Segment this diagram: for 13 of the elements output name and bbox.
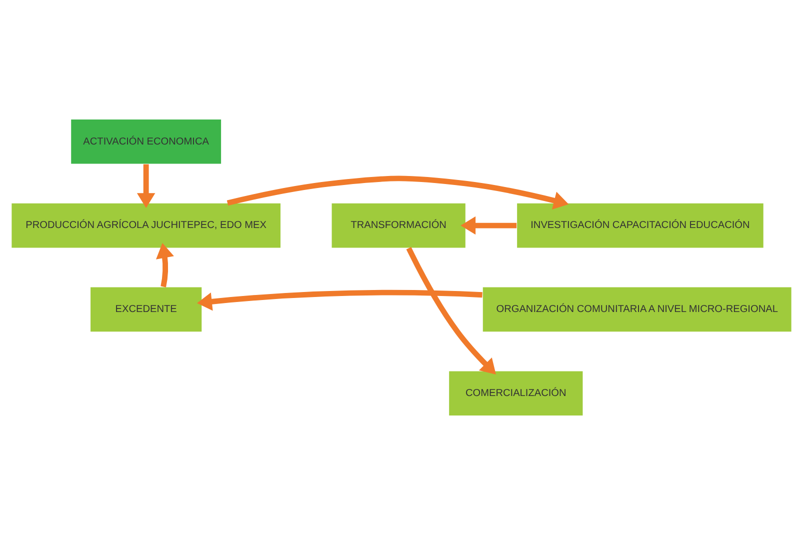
arrow — [406, 246, 496, 374]
arrow — [136, 164, 156, 208]
arrow — [460, 216, 517, 235]
node-box: EXCEDENTE — [90, 286, 202, 332]
node-box: ACTIVACIÓN ECONOMICA — [70, 118, 222, 165]
node-box: PRODUCCIÓN AGRÍCOLA JUCHITEPEC, EDO MEX — [10, 202, 282, 248]
arrow — [156, 243, 174, 288]
arrow — [197, 290, 482, 311]
node-box: TRANSFORMACIÓN — [331, 202, 466, 248]
node-box: COMERCIALIZACIÓN — [448, 370, 584, 416]
node-box: ORGANIZACIÓN COMUNITARIA A NIVEL MICRO-REGIONAL — [482, 286, 792, 332]
arrow — [226, 176, 569, 210]
node-box: INVESTIGACIÓN CAPACITACIÓN EDUCACIÓN — [516, 202, 764, 248]
